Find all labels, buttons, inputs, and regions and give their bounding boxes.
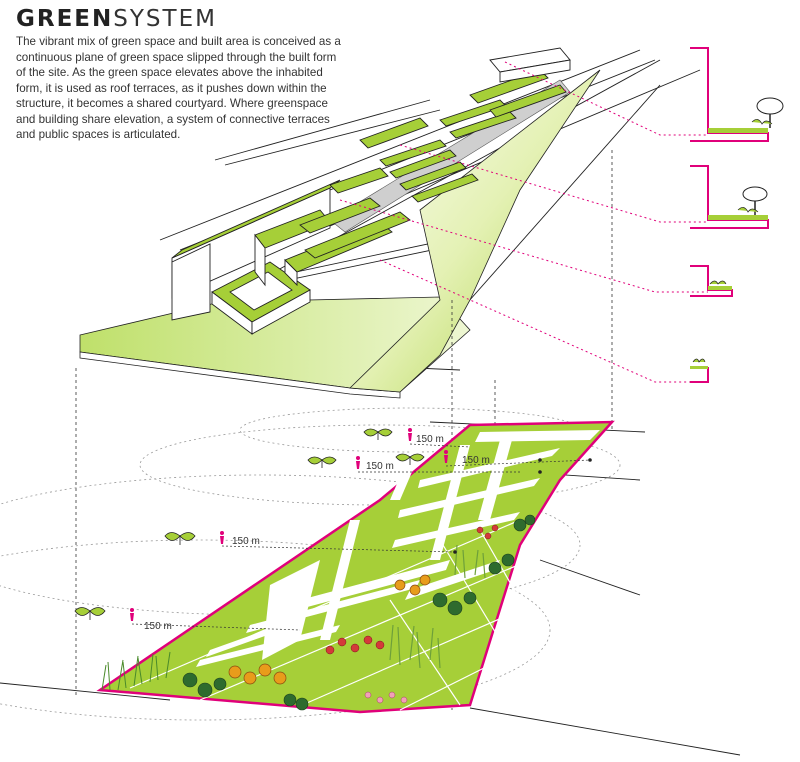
sloped-greenway xyxy=(349,69,601,393)
sunflower-patch xyxy=(228,574,431,685)
diagram-title: GREENSYSTEM xyxy=(16,6,217,32)
section-diagrams xyxy=(690,47,784,383)
distance-label: 150 m xyxy=(416,434,444,445)
description-text: The vibrant mix of green space and built… xyxy=(16,35,341,141)
sprout-icon xyxy=(307,456,337,468)
distance-marker: 150 m xyxy=(363,428,471,448)
marker-dots xyxy=(453,458,592,554)
title-green: GREEN xyxy=(16,6,114,32)
section-ground xyxy=(690,358,709,383)
distance-label: 150 m xyxy=(144,621,172,632)
corn-patch xyxy=(389,544,486,669)
red-flower-patch xyxy=(325,524,499,655)
pedestrian-icon xyxy=(220,531,224,544)
sprout-icon xyxy=(363,428,393,440)
vegetation xyxy=(101,514,536,711)
grass-patch xyxy=(101,651,171,691)
section-terrace xyxy=(690,265,733,297)
pedestrian-icon xyxy=(130,608,134,621)
sprout-icon xyxy=(692,358,706,363)
tree-icon xyxy=(751,97,784,128)
distance-markers: 150 m 150 m 150 m 150 m xyxy=(74,428,591,632)
title-system: SYSTEM xyxy=(113,6,217,32)
section-courtyard xyxy=(690,165,769,229)
tree-icon xyxy=(737,186,768,215)
magenta-leader-lines xyxy=(339,61,708,383)
distance-marker: 150 m xyxy=(307,456,520,473)
pedestrian-icon xyxy=(408,428,412,441)
pedestrian-icon xyxy=(444,450,448,463)
distance-label: 150 m xyxy=(366,461,394,472)
building-blocks xyxy=(171,47,571,335)
distance-marker: 150 m xyxy=(395,450,591,467)
sprout-icon xyxy=(164,532,196,545)
axonometric-model xyxy=(79,47,701,399)
distance-marker: 150 m xyxy=(74,607,301,632)
section-roof-terrace xyxy=(690,47,784,142)
garden-plan: 150 m 150 m 150 m 150 m xyxy=(0,407,741,756)
green-plane xyxy=(96,420,615,714)
cabbage-patch xyxy=(182,514,536,711)
sprout-icon xyxy=(395,453,425,465)
pedestrian-icon xyxy=(356,456,360,469)
plot-grid xyxy=(129,519,531,711)
distance-marker: 150 m xyxy=(164,531,456,553)
sprout-icon xyxy=(709,280,727,285)
path-pattern xyxy=(196,430,600,667)
sprout-icon xyxy=(74,607,106,620)
distance-label: 150 m xyxy=(232,536,260,547)
pink-flower-patch xyxy=(364,691,408,704)
distance-label: 150 m xyxy=(462,455,490,466)
